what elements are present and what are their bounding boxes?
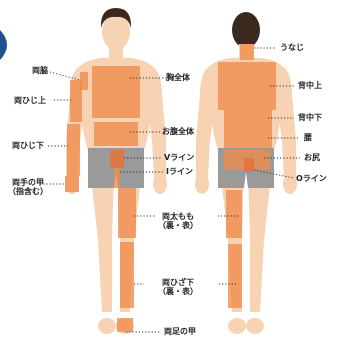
zone-thighs xyxy=(118,188,136,238)
zone-upper-back xyxy=(218,62,276,110)
label-chest: 胸全体 xyxy=(166,73,190,82)
zone-v-line xyxy=(110,150,124,168)
label-o-line: Oライン xyxy=(296,174,327,183)
label-v-line: Vライン xyxy=(164,153,194,162)
zone-back-lower-leg xyxy=(228,244,242,308)
label-upper-arm: 両ひじ上 xyxy=(14,96,46,105)
label-lower-leg: 両ひざ下 （裏・表） xyxy=(158,278,198,296)
zone-lower-leg xyxy=(120,242,134,308)
zone-forearm-l xyxy=(67,124,80,176)
zone-upper-arm-l xyxy=(70,80,82,122)
label-lower-leg-line1: 両ひざ下 xyxy=(158,278,198,287)
label-buttocks: お尻 xyxy=(304,153,320,162)
label-hands-line1: 両手の甲 xyxy=(8,178,48,187)
label-lower-back: 背中下 xyxy=(298,113,322,122)
label-i-line: Iライン xyxy=(166,167,193,176)
zone-hand-l xyxy=(65,176,79,192)
label-abdomen: お腹全体 xyxy=(162,127,194,136)
zone-chest xyxy=(92,66,140,118)
front-figure xyxy=(65,8,167,334)
label-thighs-line2: （裏・表） xyxy=(158,221,198,230)
label-armpit: 両脇 xyxy=(32,66,48,75)
zone-abdomen xyxy=(94,122,138,146)
label-feet: 両足の甲 xyxy=(164,327,196,336)
zone-o-line xyxy=(244,158,254,172)
zone-back-thighs xyxy=(226,190,242,238)
label-lower-leg-line2: （裏・表） xyxy=(158,287,198,296)
label-hands-line2: （指含む） xyxy=(8,187,48,196)
decor-arc xyxy=(0,30,7,60)
label-thighs: 両太もも （裏・表） xyxy=(158,212,198,230)
zone-feet xyxy=(117,318,133,332)
zone-lower-back xyxy=(224,110,272,130)
zone-waist xyxy=(224,130,272,148)
label-hands: 両手の甲 （指含む） xyxy=(8,178,48,196)
zone-nape xyxy=(240,44,254,60)
label-thighs-line1: 両太もも xyxy=(158,212,198,221)
zone-i-line xyxy=(114,168,120,188)
label-nape: うなじ xyxy=(280,43,304,52)
label-upper-back: 背中上 xyxy=(298,81,322,90)
back-figure xyxy=(195,12,297,334)
label-waist: 腰 xyxy=(304,133,312,142)
label-forearm: 両ひじ下 xyxy=(12,141,44,150)
